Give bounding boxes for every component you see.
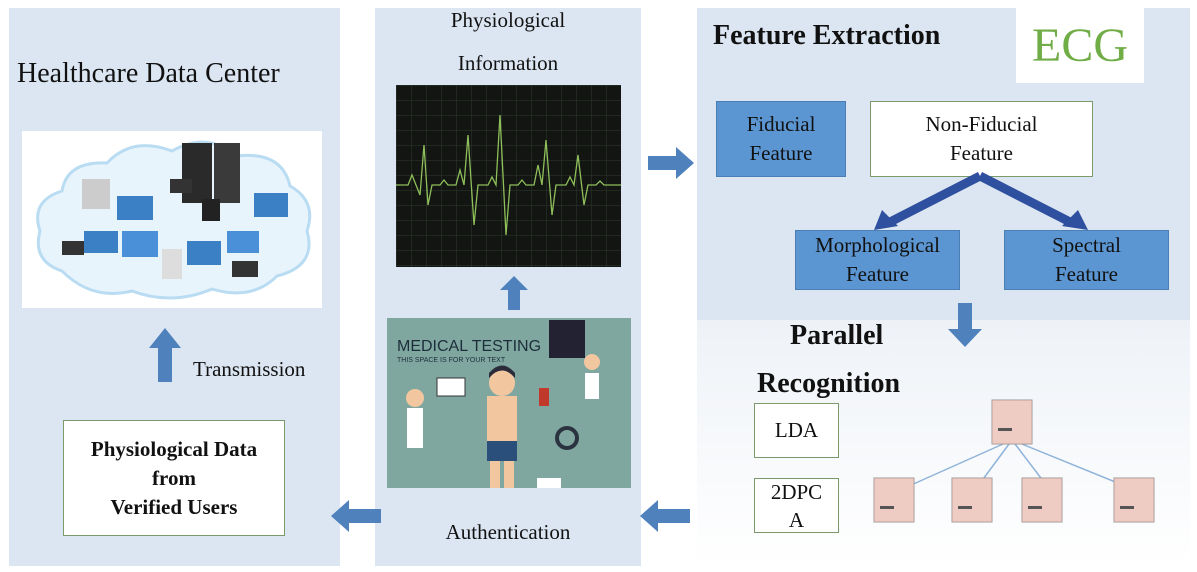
medical-testing-image: MEDICAL TESTING THIS SPACE IS FOR YOUR T… <box>387 318 631 488</box>
non-fiducial-line-2: Feature <box>950 141 1013 165</box>
down-arrow-to-recognition <box>948 303 982 347</box>
server-network <box>873 399 1155 523</box>
parallel-label: Parallel <box>790 320 884 351</box>
server-icon-2 <box>951 477 993 523</box>
cloud-network-image <box>22 131 322 308</box>
physio-label-line2: Information <box>457 51 559 75</box>
left-arrow-to-authentication <box>640 500 690 532</box>
server-icon-4 <box>1113 477 1155 523</box>
ecg-trace <box>396 114 621 236</box>
left-arrow-to-verified <box>331 500 381 532</box>
ecg-label: ECG <box>1032 19 1128 72</box>
fiducial-line-2: Feature <box>749 141 813 165</box>
non-fiducial-line-1: Non-Fiducial <box>925 112 1038 136</box>
right-arrow-to-feature <box>648 147 694 179</box>
lda-label: LDA <box>774 418 819 442</box>
2dpca-line-1: 2DPC <box>770 479 823 504</box>
spectral-feature-box: Spectral Feature <box>1004 230 1169 290</box>
2dpca-line-2: A <box>788 507 805 532</box>
transmission-up-arrow <box>148 328 182 382</box>
fiducial-line-1: Fiducial <box>746 112 816 136</box>
verified-line-1: Physiological Data <box>90 436 258 461</box>
spectral-line-2: Feature <box>1055 262 1118 286</box>
server-icon-1 <box>873 477 915 523</box>
lda-box: LDA <box>754 403 839 458</box>
recognition-label: Recognition <box>757 368 901 399</box>
server-icon-3 <box>1021 477 1063 523</box>
non-fiducial-feature-box: Non-Fiducial Feature <box>870 101 1093 177</box>
up-arrow-middle <box>500 276 528 310</box>
healthcare-title: Healthcare Data Center <box>17 58 280 89</box>
feature-extraction-title: Feature Extraction <box>713 20 941 51</box>
verified-line-3: Verified Users <box>110 494 238 519</box>
2dpca-box: 2DPC A <box>754 478 839 533</box>
spectral-line-1: Spectral <box>1052 233 1121 257</box>
medical-title: MEDICAL TESTING <box>397 338 542 355</box>
physio-label-line1: Physiological <box>450 8 566 32</box>
feature-tree-arrows <box>874 171 1088 230</box>
server-icon-top <box>991 399 1033 445</box>
morphological-line-1: Morphological <box>815 233 940 257</box>
ecg-monitor <box>396 85 621 267</box>
authentication-label: Authentication <box>445 520 571 544</box>
medical-subtitle: THIS SPACE IS FOR YOUR TEXT <box>397 357 506 364</box>
transmission-label: Transmission <box>193 357 306 381</box>
fiducial-feature-box: Fiducial Feature <box>716 101 846 177</box>
morphological-line-2: Feature <box>846 262 909 286</box>
morphological-feature-box: Morphological Feature <box>795 230 960 290</box>
ecg-label-box: ECG <box>1016 8 1144 83</box>
verified-line-2: from <box>152 465 196 490</box>
verified-users-box: Physiological Data from Verified Users <box>63 420 285 536</box>
